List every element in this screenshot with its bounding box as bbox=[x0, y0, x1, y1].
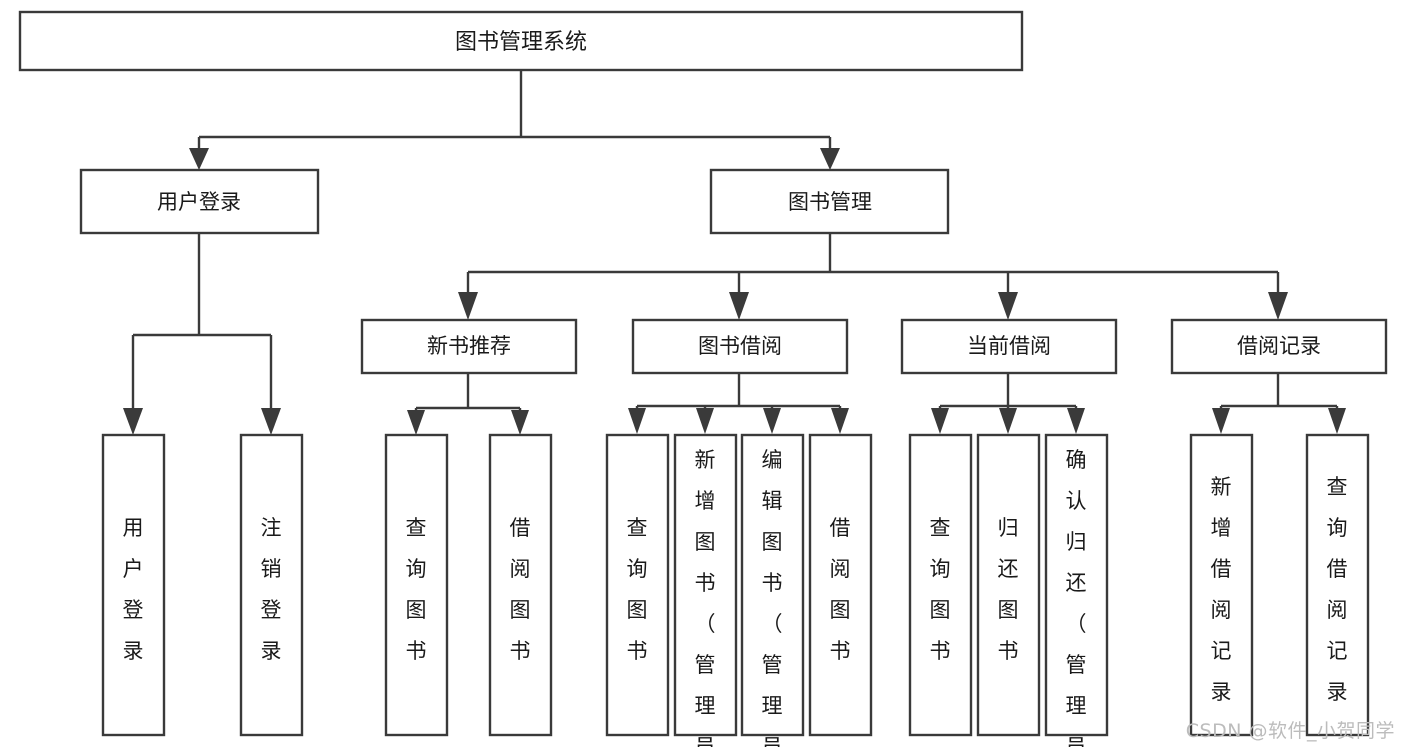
node-book-borrow-box[interactable] bbox=[631, 318, 849, 375]
node-book-manage-label: 图书管理 bbox=[788, 190, 872, 214]
leaf-borrow-book-1-label: 借阅图书 bbox=[510, 516, 531, 663]
node-book-manage-box[interactable] bbox=[709, 168, 950, 235]
arrow-userlogin-leaf-1 bbox=[123, 408, 143, 435]
arrow-bookmanage-child-2 bbox=[729, 292, 749, 320]
leaf-node-query-book-1[interactable]: 查询图书 bbox=[384, 433, 449, 737]
node-root-box[interactable] bbox=[18, 10, 1024, 72]
leaf-confirm-return-box[interactable] bbox=[1044, 433, 1109, 737]
arrow-borrowrecord-leaf-1 bbox=[1212, 408, 1230, 434]
leaf-user-login-label: 用户登录 bbox=[123, 516, 144, 663]
node-user-login-box[interactable] bbox=[79, 168, 320, 235]
leaf-query-book-1-label: 查询图书 bbox=[406, 516, 427, 663]
arrow-borrowrecord-leaf-2 bbox=[1328, 408, 1346, 434]
leaf-query-book-2-box[interactable] bbox=[605, 433, 670, 737]
leaf-node-borrow-book-1[interactable]: 借阅图书 bbox=[488, 433, 553, 737]
csdn-watermark: CSDN @软件_小贺同学 bbox=[1185, 720, 1395, 742]
arrow-userlogin-leaf-2 bbox=[261, 408, 281, 435]
leaf-node-return-book[interactable]: 归还图书 bbox=[976, 433, 1041, 737]
leaf-query-book-3-box[interactable] bbox=[908, 433, 973, 737]
node-current-borrow-label: 当前借阅 bbox=[967, 334, 1051, 358]
node-borrow-record-box[interactable] bbox=[1170, 318, 1388, 375]
connector-layer bbox=[123, 70, 1346, 435]
node-root[interactable]: 图书管理系统 bbox=[18, 10, 1024, 72]
node-book-manage[interactable]: 图书管理 bbox=[709, 168, 950, 235]
leaf-query-book-3-label: 查询图书 bbox=[930, 516, 951, 663]
arrow-bookborrow-leaf-3 bbox=[763, 408, 781, 434]
node-user-login[interactable]: 用户登录 bbox=[79, 168, 320, 235]
node-current-borrow[interactable]: 当前借阅 bbox=[900, 318, 1118, 375]
leaf-query-record-label: 查询借阅记录 bbox=[1327, 475, 1348, 704]
arrow-bookborrow-leaf-4 bbox=[831, 408, 849, 434]
node-current-borrow-box[interactable] bbox=[900, 318, 1118, 375]
leaf-borrow-book-2-label: 借阅图书 bbox=[830, 516, 851, 663]
leaf-node-add-record[interactable]: 新增借阅记录 bbox=[1189, 433, 1254, 737]
node-root-label: 图书管理系统 bbox=[455, 30, 587, 55]
leaf-query-book-1-box[interactable] bbox=[384, 433, 449, 737]
arrow-bookmanage-child-3 bbox=[998, 292, 1018, 320]
leaf-node-edit-book[interactable]: 编辑图书（管理员） bbox=[740, 433, 805, 747]
leaf-return-book-label: 归还图书 bbox=[998, 516, 1019, 663]
node-borrow-record[interactable]: 借阅记录 bbox=[1170, 318, 1388, 375]
leaf-add-book-label: 新增图书（管理员） bbox=[695, 448, 716, 747]
node-new-book-recommend[interactable]: 新书推荐 bbox=[360, 318, 578, 375]
leaf-edit-book-box[interactable] bbox=[740, 433, 805, 737]
arrow-bookmanage-child-4 bbox=[1268, 292, 1288, 320]
arrow-newbook-leaf-1 bbox=[407, 410, 425, 435]
leaf-user-logout-box[interactable] bbox=[239, 433, 304, 737]
leaf-node-user-logout[interactable]: 注销登录 bbox=[239, 433, 304, 737]
leaf-borrow-book-1-box[interactable] bbox=[488, 433, 553, 737]
leaf-add-record-label: 新增借阅记录 bbox=[1211, 475, 1232, 704]
node-new-book-recommend-label: 新书推荐 bbox=[427, 334, 511, 358]
leaf-edit-book-label: 编辑图书（管理员） bbox=[762, 448, 783, 747]
leaf-user-login-box[interactable] bbox=[101, 433, 166, 737]
leaf-query-record-box[interactable] bbox=[1305, 433, 1370, 737]
leaf-add-record-box[interactable] bbox=[1189, 433, 1254, 737]
arrow-root-to-user-login bbox=[189, 148, 209, 170]
leaf-confirm-return-label: 确认归还（管理员） bbox=[1066, 448, 1087, 747]
arrow-currentborrow-leaf-3 bbox=[1067, 408, 1085, 434]
arrow-bookborrow-leaf-1 bbox=[628, 408, 646, 434]
leaf-add-book-box[interactable] bbox=[673, 433, 738, 737]
leaf-node-user-login[interactable]: 用户登录 bbox=[101, 433, 166, 737]
leaf-node-query-book-3[interactable]: 查询图书 bbox=[908, 433, 973, 737]
arrow-newbook-leaf-2 bbox=[511, 410, 529, 435]
node-user-login-label: 用户登录 bbox=[157, 190, 241, 214]
leaf-node-query-book-2[interactable]: 查询图书 bbox=[605, 433, 670, 737]
node-book-borrow[interactable]: 图书借阅 bbox=[631, 318, 849, 375]
leaf-node-add-book[interactable]: 新增图书（管理员） bbox=[673, 433, 738, 747]
leaf-node-borrow-book-2[interactable]: 借阅图书 bbox=[808, 433, 873, 737]
node-book-borrow-label: 图书借阅 bbox=[698, 334, 782, 358]
node-new-book-recommend-box[interactable] bbox=[360, 318, 578, 375]
leaf-node-confirm-return[interactable]: 确认归还（管理员） bbox=[1044, 433, 1109, 747]
leaf-query-book-2-label: 查询图书 bbox=[627, 516, 648, 663]
arrow-bookmanage-child-1 bbox=[458, 292, 478, 320]
arrow-root-to-book-manage bbox=[820, 148, 840, 170]
leaf-node-query-record[interactable]: 查询借阅记录 bbox=[1305, 433, 1370, 737]
arrow-currentborrow-leaf-1 bbox=[931, 408, 949, 434]
arrow-bookborrow-leaf-2 bbox=[696, 408, 714, 434]
arrow-currentborrow-leaf-2 bbox=[999, 408, 1017, 434]
leaf-return-book-box[interactable] bbox=[976, 433, 1041, 737]
leaf-borrow-book-2-box[interactable] bbox=[808, 433, 873, 737]
node-borrow-record-label: 借阅记录 bbox=[1237, 334, 1321, 358]
leaf-user-logout-label: 注销登录 bbox=[261, 516, 282, 663]
